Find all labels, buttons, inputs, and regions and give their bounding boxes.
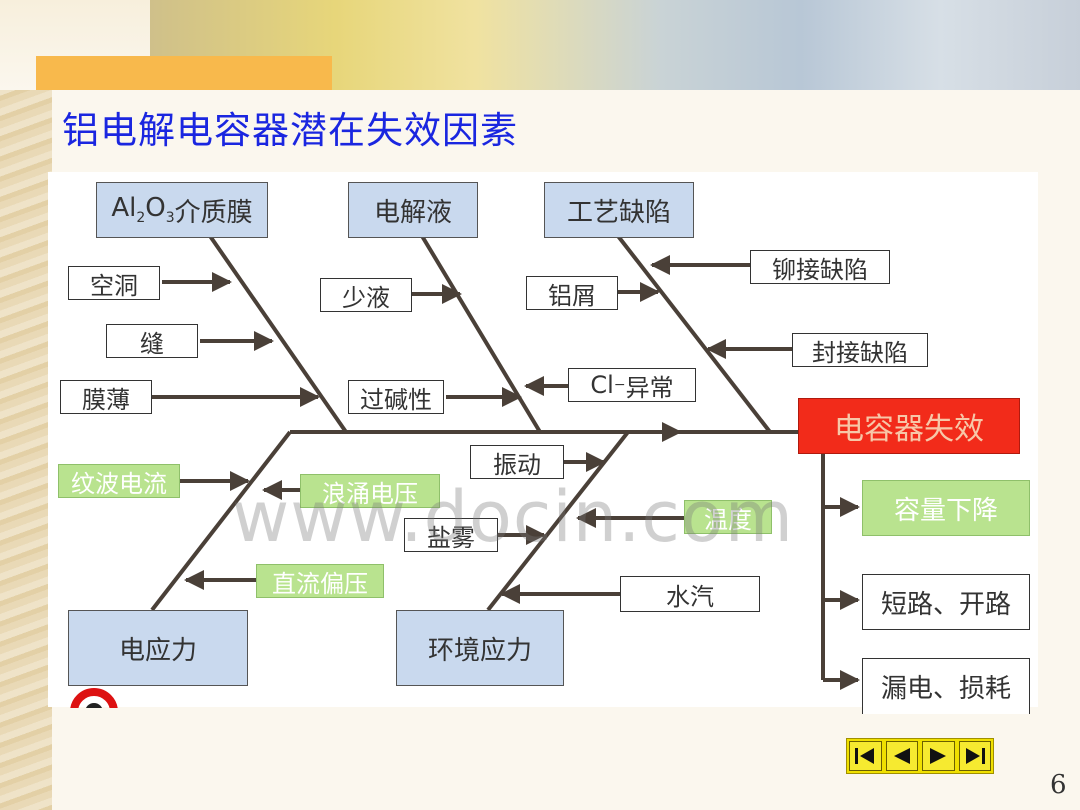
fishbone-lines [150,234,860,690]
docin-logo [70,684,134,708]
cause-thin-film: 膜薄 [60,380,152,414]
cl-superscript: − [613,377,626,393]
cause-alkaline: 过碱性 [348,380,444,414]
bone-process [616,234,772,434]
cl-text: 异常 [625,373,674,402]
last-slide-icon [965,748,985,764]
cause-void: 空洞 [68,266,160,300]
first-slide-icon [855,748,875,764]
result-leakage-loss: 漏电、损耗 [862,658,1030,714]
cause-seal-defect: 封接缺陷 [792,333,928,367]
cause-less-liquid: 少液 [320,278,412,312]
last-slide-button[interactable] [958,741,991,771]
next-slide-button[interactable] [922,741,955,771]
cause-surge-voltage: 浪涌电压 [300,474,440,508]
bone-electric-stress [150,430,292,612]
cause-cl-abnormal: Cl−异常 [568,368,696,402]
result-capacity-drop: 容量下降 [862,480,1030,536]
cause-salt-fog: 盐雾 [404,518,498,552]
cause-rivet-defect: 铆接缺陷 [750,250,890,284]
result-short-open: 短路、开路 [862,574,1030,630]
cl-symbol: Cl [590,371,614,399]
dielectric-formula: Al2O3 [111,193,174,226]
first-slide-button[interactable] [849,741,882,771]
cause-vapor: 水汽 [620,576,760,612]
cause-temperature: 温度 [684,500,772,534]
category-process: 工艺缺陷 [544,182,694,238]
subscript-3: 3 [165,210,175,227]
o-text: O [145,193,166,224]
previous-slide-button[interactable] [885,741,918,771]
cause-vibration: 振动 [470,445,564,479]
effect-capacitor-failure: 电容器失效 [798,398,1020,454]
cause-al-chips: 铝屑 [526,276,618,310]
subscript-2: 2 [136,210,146,227]
slide-navigation [846,738,994,774]
cause-ripple-current: 纹波电流 [58,464,180,498]
cause-seam: 缝 [106,324,198,358]
category-electric-stress: 电应力 [68,610,248,686]
slide-title: 铝电解电容器潜在失效因素 [62,109,518,152]
previous-slide-icon [893,748,910,764]
next-slide-icon [930,748,947,764]
al-text: Al [111,193,137,224]
watermark-text: www.docin.com [232,476,794,558]
decorative-left-strip [0,0,52,810]
page-number: 6 [1050,770,1067,800]
category-electrolyte: 电解液 [348,182,478,238]
bone-dielectric [208,234,348,434]
category-env-stress: 环境应力 [396,610,564,686]
orange-accent-bar [36,56,332,90]
cause-dc-bias: 直流偏压 [256,564,384,598]
dielectric-label: 介质膜 [174,197,253,228]
